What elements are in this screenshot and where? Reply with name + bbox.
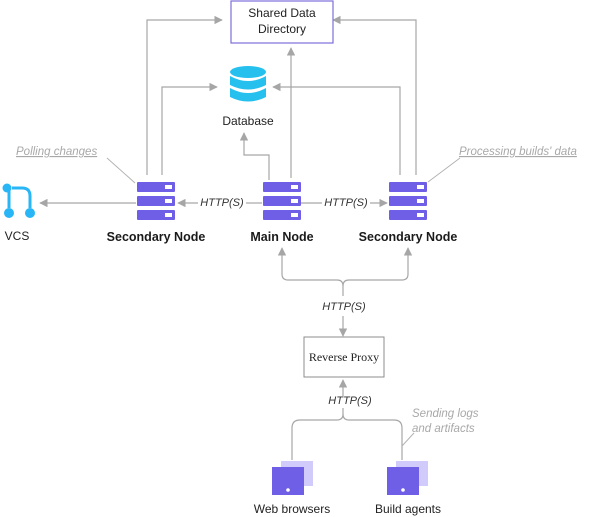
annotation-sending-logs-line1: Sending logs: [412, 408, 479, 420]
edge-right-secondary-to-database: [272, 82, 401, 175]
edge-main-to-database: [239, 132, 270, 180]
shared-data-directory-label-line1: Shared Data: [248, 6, 316, 20]
edge-left-secondary-to-database: [161, 82, 218, 175]
shared-data-directory-node[interactable]: Shared Data Directory: [230, 0, 334, 44]
edge-label-main-left: HTTP(S): [200, 197, 244, 209]
annotation-sending-logs-line2: and artifacts: [412, 423, 475, 435]
leader-polling: [106, 157, 136, 184]
edge-web-to-proxy: [291, 408, 344, 460]
annotation-polling-changes: Polling changes: [16, 146, 97, 158]
main-node[interactable]: Main Node: [250, 182, 314, 244]
edge-labels: HTTP(S) HTTP(S) HTTP(S) HTTP(S): [200, 197, 372, 407]
leader-processing: [427, 157, 461, 183]
reverse-proxy-box: [303, 336, 385, 378]
vcs-label: VCS: [5, 229, 30, 243]
edge-left-secondary-to-shared-dir: [146, 15, 223, 175]
shared-data-directory-label-line2: Directory: [258, 22, 306, 36]
edge-right-secondary-to-shared-dir: [332, 15, 417, 175]
monitor-icon: [387, 461, 428, 495]
edge-label-main-right: HTTP(S): [324, 197, 368, 209]
edge-label-clients-proxy: HTTP(S): [328, 395, 372, 407]
main-node-label: Main Node: [250, 230, 313, 244]
server-rack-icon: [263, 182, 301, 220]
edges: [39, 15, 461, 460]
annotation-processing-builds-data: Processing builds' data: [459, 146, 577, 158]
server-rack-icon: [389, 182, 427, 220]
edge-proxy-to-main: [277, 247, 344, 296]
edge-proxy-to-right-secondary: [342, 247, 413, 287]
database-node[interactable]: Database: [222, 66, 274, 128]
secondary-node-left[interactable]: Secondary Node: [107, 182, 206, 244]
edge-agents-to-proxy: [342, 413, 403, 460]
secondary-node-right[interactable]: Secondary Node: [359, 182, 458, 244]
edge-label-proxy-nodes: HTTP(S): [322, 301, 366, 313]
reverse-proxy-node[interactable]: Reverse Proxy: [303, 336, 385, 378]
web-browsers-node[interactable]: Web browsers: [254, 461, 330, 516]
leader-sending: [401, 432, 415, 447]
web-browsers-label: Web browsers: [254, 502, 330, 516]
build-agents-label: Build agents: [375, 502, 441, 516]
annotations: Polling changes Processing builds' data …: [16, 146, 577, 435]
server-rack-icon: [137, 182, 175, 220]
shared-data-directory-box: [230, 0, 334, 44]
database-cylinder-icon: [230, 66, 266, 102]
reverse-proxy-label: Reverse Proxy: [309, 350, 379, 364]
database-label: Database: [222, 114, 274, 128]
secondary-node-right-label: Secondary Node: [359, 230, 458, 244]
build-agents-node[interactable]: Build agents: [375, 461, 441, 516]
vcs-node[interactable]: VCS: [2, 183, 36, 244]
branch-fork-icon: [2, 183, 35, 218]
secondary-node-left-label: Secondary Node: [107, 230, 206, 244]
monitor-icon: [272, 461, 313, 495]
